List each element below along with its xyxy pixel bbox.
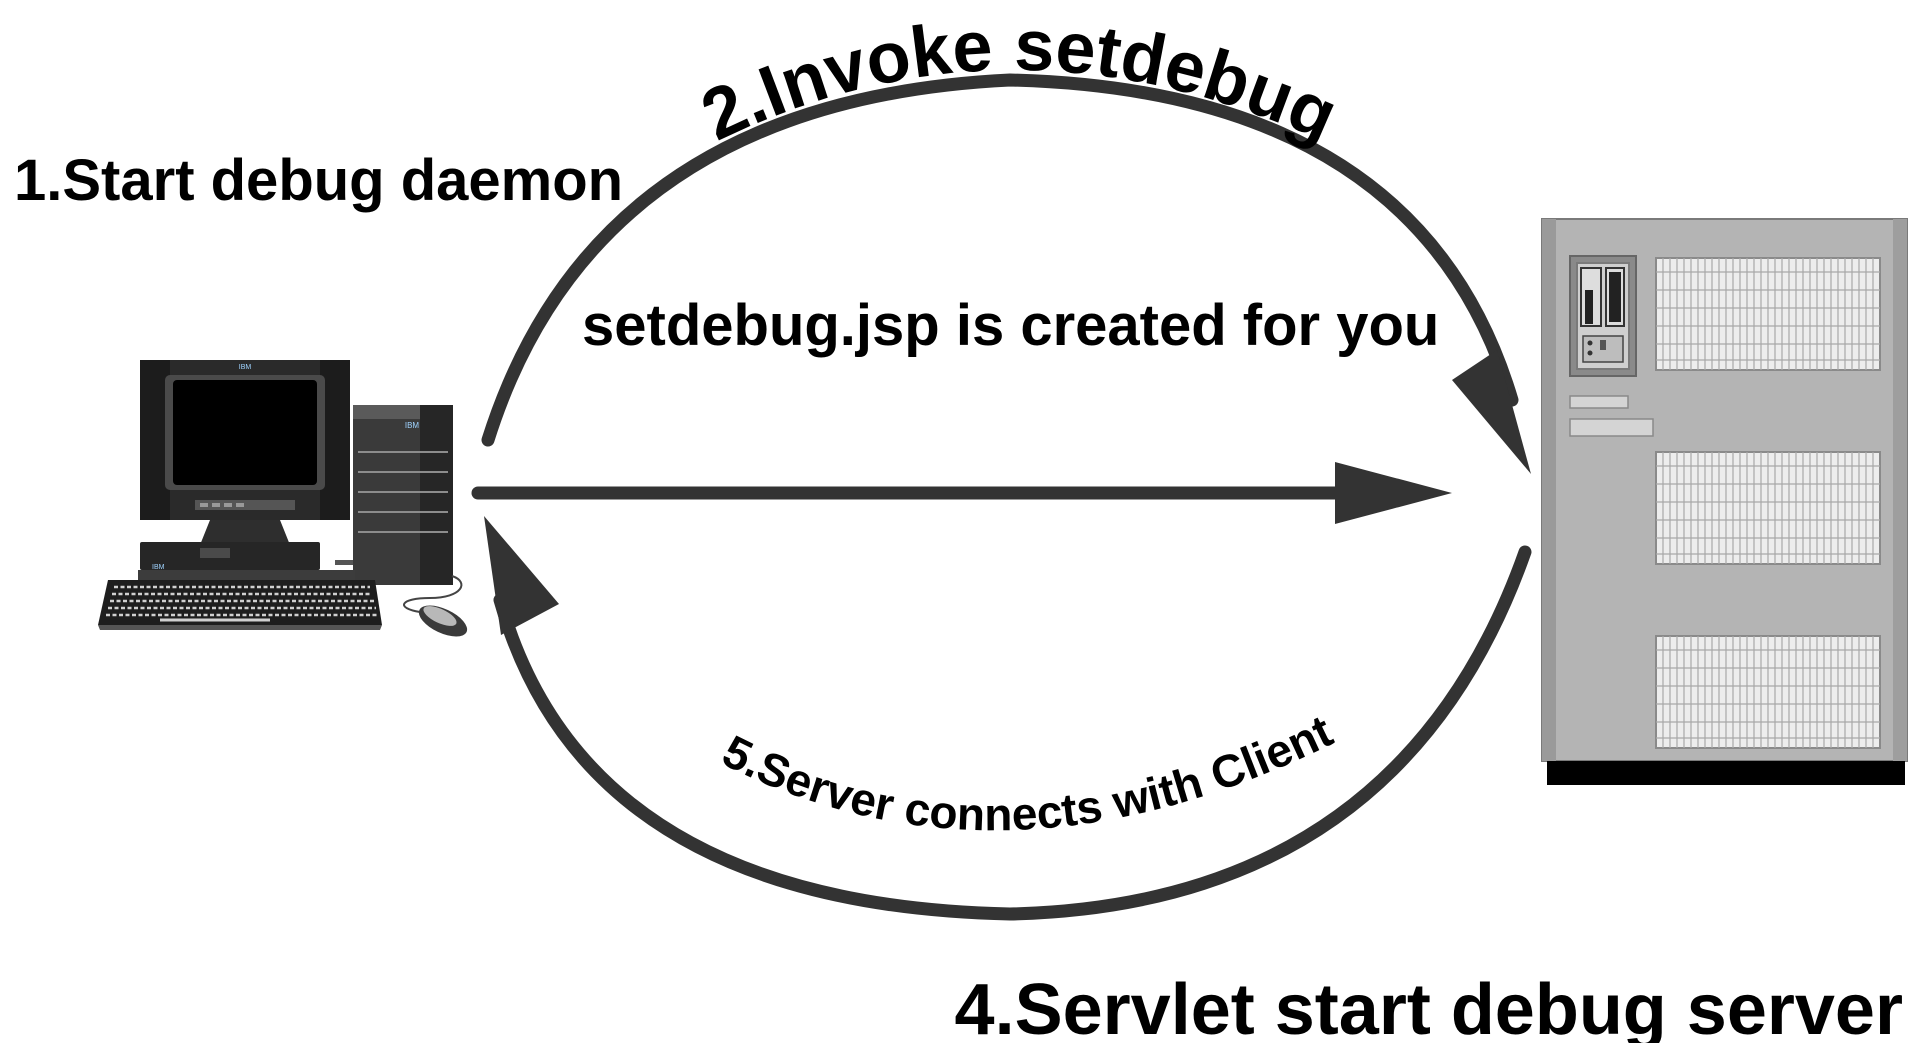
monitor-brand-label: IBM [239,364,252,371]
base-brand-label: IBM [152,564,165,571]
top-arc-arrowhead [1452,350,1531,474]
server-slot [1569,418,1654,437]
mouse [403,575,468,637]
server-cabinet [1541,218,1908,785]
keyboard [98,580,382,630]
server-base [1547,761,1905,785]
client-computer: IBM IBM IBM [98,360,468,637]
step4-label: 4.Servlet start debug server [955,970,1903,1043]
step2-label: 2.Invoke setdebug [690,6,1348,157]
tower-brand-label: IBM [405,421,420,430]
step5-label-text: 5.Server connects with Client [715,704,1340,840]
monitor-screen [173,380,317,485]
server-slot [1569,395,1629,409]
straight-arrow-head [1335,462,1452,524]
computer-tower: IBM [353,405,453,585]
server-vent-grille-top [1655,257,1881,371]
server-drive-bay [1569,255,1637,377]
top-arc-arrow-shaft [481,73,1519,447]
bottom-arc-arrowhead [484,516,559,635]
arrows [471,73,1532,921]
desktop-base [140,542,353,570]
step2-label-text: 2.Invoke setdebug [690,6,1348,157]
computer-monitor: IBM [140,360,350,545]
server-vent-grille-middle [1655,451,1881,565]
step1-label: 1.Start debug daemon [14,148,623,213]
server-vent-grille-bottom [1655,635,1881,749]
bottom-arc-arrow-shaft [493,545,1532,921]
step3-label: setdebug.jsp is created for you [582,293,1439,358]
step5-label: 5.Server connects with Client [715,704,1340,840]
